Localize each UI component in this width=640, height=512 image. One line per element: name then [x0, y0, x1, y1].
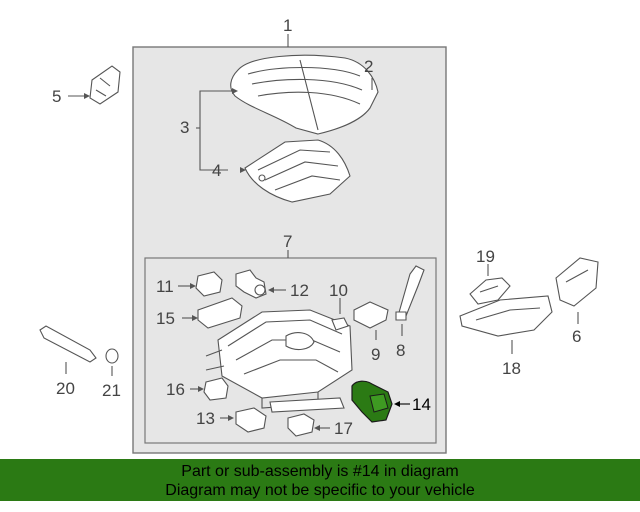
- callout-4: 4: [212, 161, 221, 180]
- seat-side-trim-right[interactable]: [555, 257, 599, 307]
- callout-1: 1: [283, 16, 292, 35]
- callout-5: 5: [52, 87, 61, 106]
- callout-3: 3: [180, 118, 189, 137]
- seat-frame[interactable]: [205, 309, 353, 413]
- side-shield[interactable]: [459, 295, 553, 337]
- handle-19[interactable]: [469, 277, 511, 305]
- callout-15: 15: [156, 309, 175, 328]
- highlighted-part-14[interactable]: [351, 380, 393, 423]
- sensor-clip[interactable]: [331, 317, 349, 331]
- callout-6: 6: [572, 327, 581, 346]
- callout-12: 12: [290, 281, 309, 300]
- connector-13[interactable]: [235, 407, 267, 433]
- seat-cushion-cover[interactable]: [230, 54, 379, 135]
- control-module-15[interactable]: [197, 297, 243, 329]
- callout-9: 9: [371, 345, 380, 364]
- cushion-heater-pad[interactable]: [244, 139, 351, 203]
- control-module-11[interactable]: [195, 271, 223, 297]
- callout-21: 21: [102, 381, 121, 400]
- callout-13: 13: [196, 409, 215, 428]
- plug-21[interactable]: [105, 348, 119, 364]
- info-banner: Part or sub-assembly is #14 in diagram D…: [0, 459, 640, 501]
- banner-line-1: Part or sub-assembly is #14 in diagram: [181, 463, 459, 480]
- trim-strip-20[interactable]: [39, 325, 97, 363]
- callout-18: 18: [502, 359, 521, 378]
- switch-module[interactable]: [353, 301, 389, 329]
- callout-2: 2: [364, 57, 373, 76]
- callout-17: 17: [334, 419, 353, 438]
- callout-7: 7: [283, 232, 292, 251]
- callout-14: 14: [412, 395, 431, 414]
- callout-8: 8: [396, 341, 405, 360]
- motor-12[interactable]: [235, 269, 267, 299]
- banner-line-2: Diagram may not be specific to your vehi…: [165, 482, 475, 499]
- cover-17[interactable]: [287, 413, 315, 437]
- callout-16: 16: [166, 380, 185, 399]
- module-16[interactable]: [203, 377, 229, 401]
- callout-19: 19: [476, 247, 495, 266]
- callout-10: 10: [329, 281, 348, 300]
- callout-20: 20: [56, 379, 75, 398]
- track-cover[interactable]: [395, 265, 425, 321]
- callout-11: 11: [156, 277, 174, 296]
- seat-side-trim-left[interactable]: [89, 65, 121, 105]
